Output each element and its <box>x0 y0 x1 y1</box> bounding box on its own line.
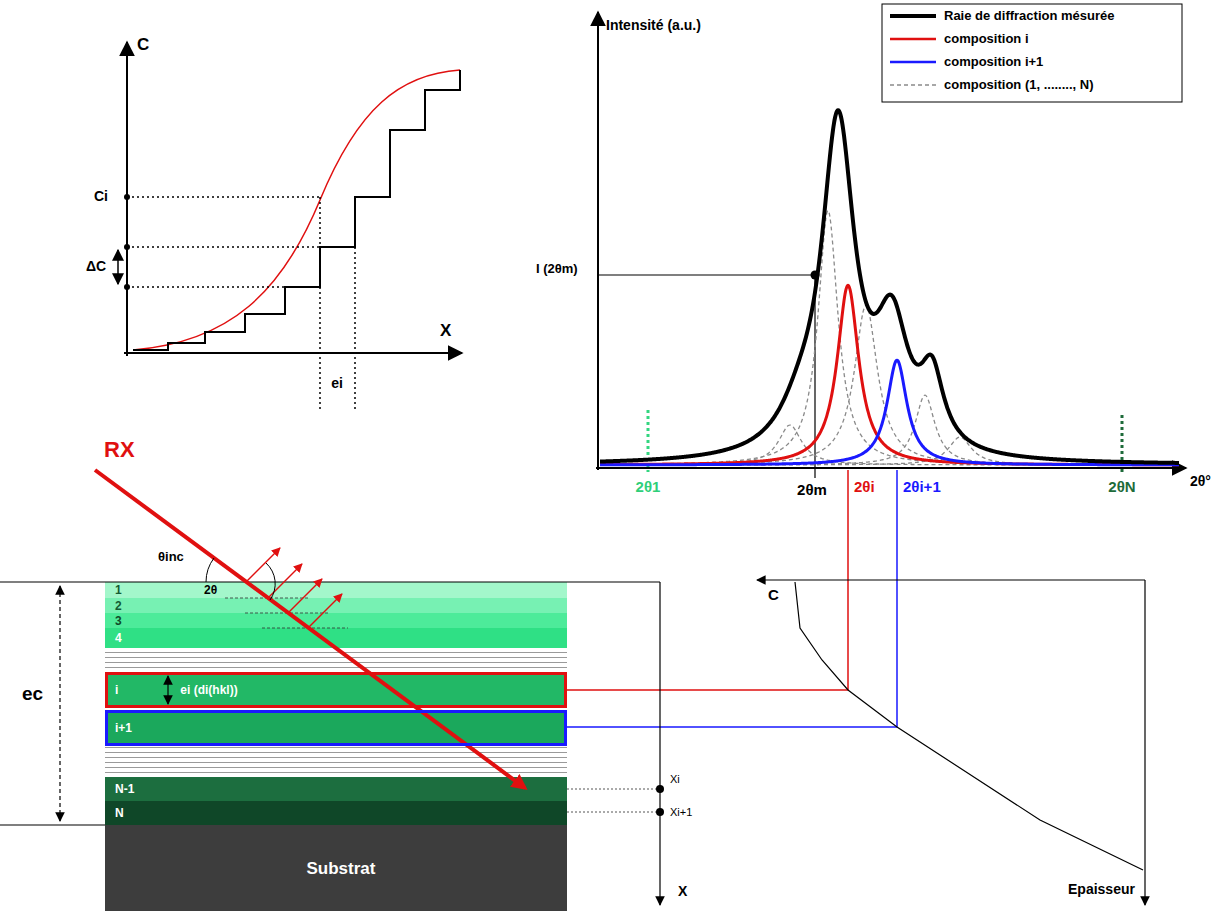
axis-label: Epaisseur <box>1068 882 1135 897</box>
diffraction-chart <box>596 4 1186 478</box>
legend-text: composition (1, ........, N) <box>944 77 1094 93</box>
layer-band: N <box>105 801 567 825</box>
layer-band: 1 <box>105 582 567 598</box>
legend-text: Raie de diffraction mésurée <box>944 8 1115 24</box>
axis-label: Intensité (a.u.) <box>606 18 701 33</box>
layer-band: 3 <box>105 613 567 628</box>
axis-label: ec <box>22 684 43 705</box>
layer-label: i+1 <box>115 722 132 734</box>
component-peak <box>600 305 1179 464</box>
axis-label: Xi <box>670 773 680 785</box>
axis-label: RX <box>104 438 135 462</box>
axis-label: θinc <box>158 550 184 564</box>
axis-label: 2θi+1 <box>903 479 941 496</box>
axis-label: I (2θm) <box>536 262 578 276</box>
axis-label: C <box>137 36 149 55</box>
substrate-block: Substrat <box>105 825 567 911</box>
axis-label: 2θ <box>204 584 217 597</box>
legend-sample <box>890 14 936 18</box>
axis-label: Xi+1 <box>670 806 692 818</box>
axis-label: 2θ1 <box>636 479 661 496</box>
layer-label: 4 <box>115 632 122 644</box>
layer-label: 2 <box>115 600 122 612</box>
profile-graph <box>757 580 1145 905</box>
axis-label: 2θi <box>854 479 875 496</box>
film-stack <box>0 470 664 911</box>
leader-lines <box>567 470 897 727</box>
layer-label: 3 <box>115 615 122 627</box>
step-graph <box>118 42 462 410</box>
measured-line <box>600 110 1179 463</box>
layer-i: i ei (di(hkl)) <box>105 672 567 708</box>
layer-label: N <box>115 807 124 819</box>
component-peak <box>600 211 1179 465</box>
layer-label: 1 <box>115 584 122 596</box>
axis-label: X <box>678 884 687 899</box>
legend-sample <box>890 84 936 86</box>
axis-label: 2θm <box>797 482 827 499</box>
layer-band: 2 <box>105 598 567 613</box>
layer-i-plus-1: i+1 <box>105 710 567 746</box>
axis-label: X <box>440 322 451 341</box>
legend-text: composition i+1 <box>944 54 1043 70</box>
axis-label: 2θN <box>1108 479 1135 496</box>
layer-band: 4 <box>105 628 567 648</box>
axis-label: Ci <box>94 189 108 204</box>
legend-sample <box>890 38 936 41</box>
component-peak <box>600 395 1179 465</box>
layer-label: N-1 <box>115 783 134 795</box>
peak-i <box>600 285 1179 464</box>
layer-label: Substrat <box>307 860 376 877</box>
component-peak <box>600 425 1179 465</box>
layer-band: N-1 <box>105 777 567 801</box>
axis-label: ei <box>331 376 343 391</box>
axis-label: 2θ° <box>1190 474 1211 489</box>
legend-text: composition i <box>944 31 1029 47</box>
axis-label: ΔC <box>86 259 106 274</box>
thickness-label: ei (di(hkl)) <box>180 684 237 696</box>
legend-sample <box>890 61 936 64</box>
layer-label: i <box>115 684 118 696</box>
axis-label: C <box>768 587 779 604</box>
peak-i-plus-1 <box>600 360 1179 465</box>
